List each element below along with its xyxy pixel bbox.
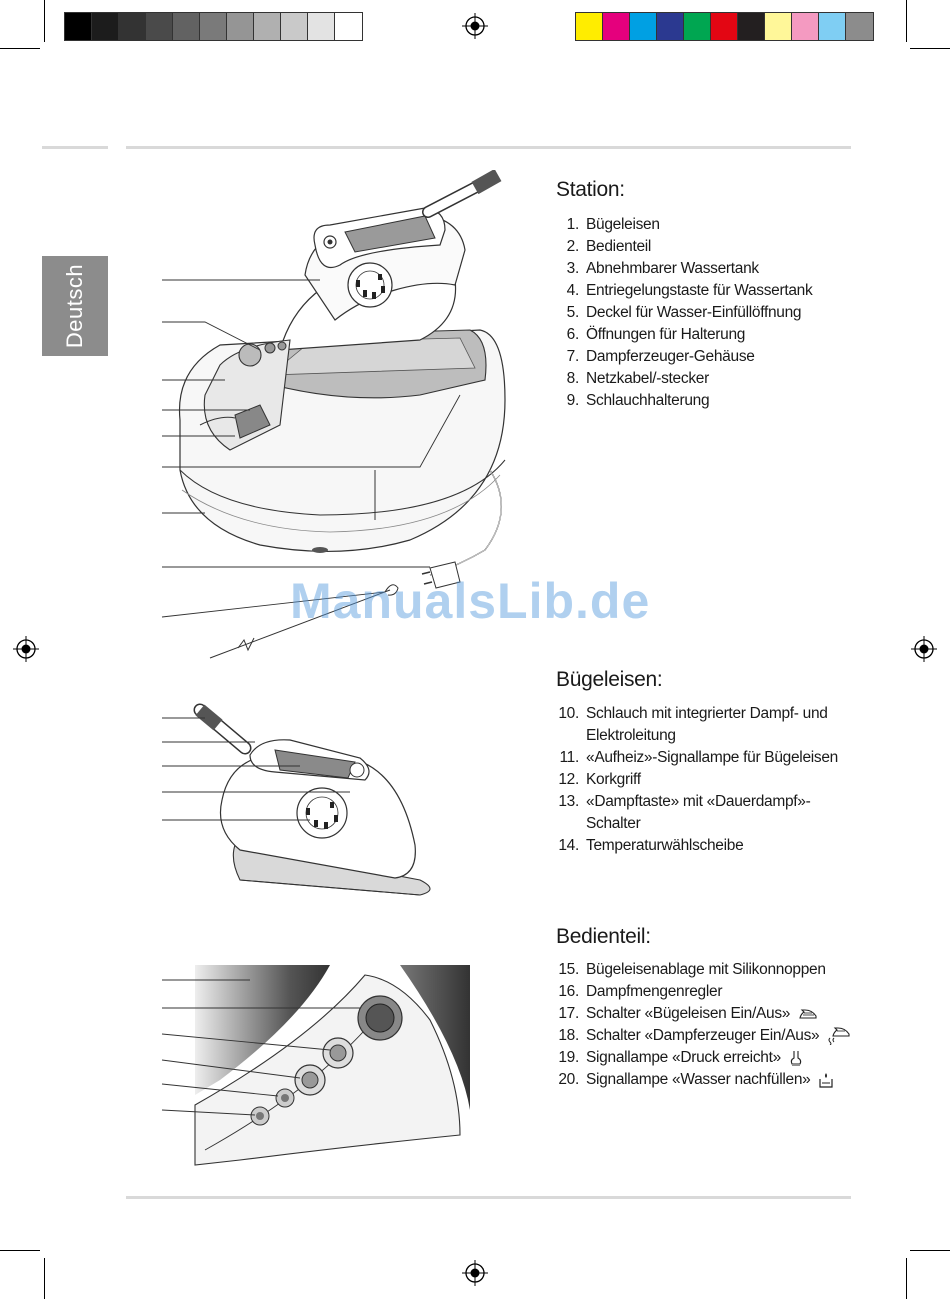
grayscale-swatch	[65, 13, 92, 40]
grayscale-swatch	[92, 13, 119, 40]
list-item: 9.Schlauchhalterung	[566, 392, 710, 409]
list-item: 1.Bügeleisen	[566, 216, 660, 233]
registration-mark-top	[462, 13, 488, 39]
list-item: 8.Netzkabel/-stecker	[566, 370, 710, 387]
station-parts-list: 1.Bügeleisen 2.Bedienteil 3.Abnehmbarer …	[556, 214, 813, 412]
station-illustration	[161, 170, 506, 659]
list-item: 2.Bedienteil	[566, 238, 652, 255]
registration-mark-bottom	[462, 1260, 488, 1286]
process-swatch	[819, 13, 846, 40]
list-item: 17.Schalter «Bügeleisen Ein/Aus»	[556, 1003, 851, 1025]
grayscale-swatch	[335, 13, 362, 40]
list-item: 12.Korkgriff	[558, 771, 641, 788]
list-item: 4.Entriegelungstaste für Wassertank	[566, 282, 813, 299]
list-item: 20.Signallampe «Wasser nachfüllen»	[556, 1069, 851, 1091]
language-tab: Deutsch	[42, 256, 108, 356]
language-tab-label: Deutsch	[62, 263, 87, 349]
list-item: 18.Schalter «Dampferzeuger Ein/Aus»	[556, 1025, 851, 1047]
process-swatch	[738, 13, 765, 40]
section-title-station: Station:	[556, 178, 625, 201]
list-item: 14.Temperaturwählscheibe	[558, 837, 744, 854]
grayscale-swatch	[119, 13, 146, 40]
grayscale-swatch	[227, 13, 254, 40]
header-rule-main	[126, 146, 851, 149]
steam-generator-icon	[828, 1027, 850, 1045]
iron-icon	[799, 1009, 817, 1019]
grayscale-swatch	[281, 13, 308, 40]
grayscale-swatch	[308, 13, 335, 40]
list-item: 5.Deckel für Wasser-Einfüllöffnung	[566, 304, 802, 321]
control-panel-illustration	[161, 965, 470, 1166]
list-item: 19.Signallampe «Druck erreicht»	[556, 1047, 851, 1069]
process-swatch	[603, 13, 630, 40]
list-item: 7.Dampferzeuger-Gehäuse	[566, 348, 755, 365]
header-rule-left	[42, 146, 108, 149]
list-item: 3.Abnehmbarer Wassertank	[566, 260, 760, 277]
list-item: 15.Bügeleisenablage mit Silikonnoppen	[558, 961, 826, 978]
section-title-iron: Bügeleisen:	[556, 668, 663, 691]
control-panel-parts-list: 15.Bügeleisenablage mit Silikonnoppen 16…	[556, 959, 851, 1091]
process-swatch	[792, 13, 819, 40]
grayscale-swatch	[200, 13, 227, 40]
grayscale-swatch	[146, 13, 173, 40]
registration-mark-left	[13, 636, 39, 662]
watermark: ManualsLib.de	[290, 573, 651, 629]
pressure-icon	[790, 1050, 802, 1066]
process-swatch	[576, 13, 603, 40]
grayscale-swatch	[254, 13, 281, 40]
process-swatch	[711, 13, 738, 40]
list-item: 11.«Aufheiz»-Signallampe für Bügeleisen	[559, 749, 839, 766]
section-title-control-panel: Bedienteil:	[556, 925, 651, 948]
process-swatch	[765, 13, 792, 40]
list-item: 6.Öffnungen für Halterung	[566, 326, 746, 343]
registration-mark-right	[911, 636, 937, 662]
process-swatch	[630, 13, 657, 40]
list-item: 13.«Dampftaste» mit «Dauerdampf»-Schalte…	[558, 793, 811, 832]
process-swatch	[657, 13, 684, 40]
process-swatch	[846, 13, 873, 40]
process-color-bar	[575, 12, 874, 41]
grayscale-color-bar	[64, 12, 363, 41]
grayscale-swatch	[173, 13, 200, 40]
process-swatch	[684, 13, 711, 40]
footer-rule	[126, 1196, 851, 1199]
water-refill-icon	[818, 1072, 833, 1088]
iron-illustration	[162, 703, 431, 896]
list-item: 16.Dampfmengenregler	[558, 983, 723, 1000]
